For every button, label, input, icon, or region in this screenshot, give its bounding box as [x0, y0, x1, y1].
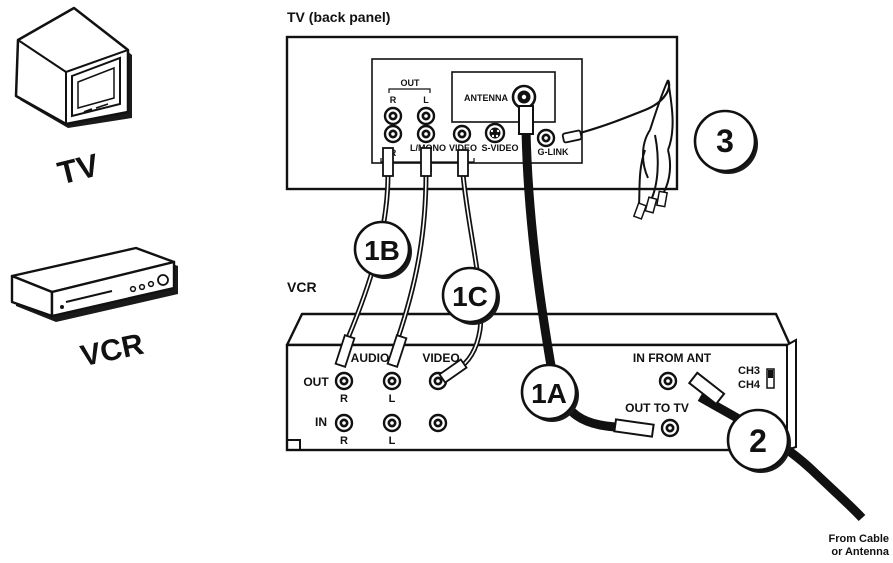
source-caption-line2: or Antenna	[831, 546, 890, 558]
vcr-out-label: OUT	[303, 375, 329, 389]
vcr-audio-in-l-jack[interactable]	[382, 413, 402, 433]
vcr-icon-caption: VCR	[78, 328, 147, 374]
vcr-out-l-label: L	[389, 393, 396, 405]
vcr-illustration-icon	[10, 246, 178, 322]
vcr-video-in-jack[interactable]	[428, 413, 448, 433]
coax-connector-icon	[518, 105, 534, 135]
callout-1c: 1C	[441, 266, 500, 325]
svg-text:1B: 1B	[364, 235, 400, 266]
svg-text:3: 3	[716, 123, 734, 159]
tv-out-r-label: R	[390, 95, 397, 105]
svg-text:1C: 1C	[452, 281, 488, 312]
vcr-out-to-tv-label: OUT TO TV	[625, 401, 689, 415]
callout-2: 2	[726, 408, 791, 473]
vcr-out-to-tv-jack[interactable]	[660, 418, 680, 438]
tv-out-l-label: L	[423, 95, 429, 105]
vcr-video-label: VIDEO	[422, 351, 459, 365]
tv-in-svideo-label: S-VIDEO	[481, 143, 518, 153]
tv-icon-caption: TV	[54, 146, 103, 191]
vcr-ch4-label: CH4	[738, 379, 761, 391]
tv-audio-in-r-jack[interactable]	[383, 124, 403, 144]
cable-1a-coax	[518, 105, 655, 438]
cable-2-antenna	[687, 371, 866, 522]
g-link-cable-icon	[561, 79, 674, 220]
vcr-out-r-label: R	[340, 393, 348, 405]
vcr-title: VCR	[287, 279, 317, 295]
vcr-in-from-ant-label: IN FROM ANT	[633, 351, 712, 365]
tv-audio-out-r-jack[interactable]	[383, 106, 403, 126]
tv-out-label: OUT	[401, 78, 421, 88]
source-caption-line1: From Cable	[828, 533, 889, 545]
callout-3: 3	[693, 109, 758, 174]
tv-antenna-label: ANTENNA	[464, 93, 508, 103]
vcr-in-r-label: R	[340, 435, 348, 447]
tv-antenna-jack[interactable]	[511, 84, 537, 110]
vcr-ch3-label: CH3	[738, 365, 760, 377]
tv-audio-out-l-jack[interactable]	[416, 106, 436, 126]
vcr-audio-label: AUDIO	[351, 351, 390, 365]
vcr-in-from-ant-jack[interactable]	[658, 371, 678, 391]
vcr-audio-in-r-jack[interactable]	[334, 413, 354, 433]
rca-plug-icon	[382, 147, 394, 177]
tv-antenna-box	[451, 71, 556, 123]
svg-text:1A: 1A	[531, 378, 567, 409]
callout-1a: 1A	[520, 363, 579, 422]
tv-video-in-jack[interactable]	[452, 124, 472, 144]
vcr-channel-switch[interactable]	[766, 368, 775, 389]
tv-audio-in-l-jack[interactable]	[416, 124, 436, 144]
vcr-in-l-label: L	[389, 435, 396, 447]
tv-in-video-label: VIDEO	[449, 143, 477, 153]
svg-text:2: 2	[749, 423, 767, 459]
tv-panel-title: TV (back panel)	[287, 9, 390, 25]
tv-illustration-icon	[14, 6, 132, 128]
callout-1b: 1B	[353, 220, 412, 279]
vcr-audio-out-r-jack[interactable]	[334, 371, 354, 391]
tv-g-link-label: G-LINK	[538, 147, 569, 157]
cable-1b-audio	[334, 147, 432, 368]
vcr-audio-out-l-jack[interactable]	[382, 371, 402, 391]
vcr-in-label: IN	[315, 415, 327, 429]
tv-g-link-jack[interactable]	[536, 128, 556, 148]
tv-s-video-jack[interactable]	[484, 122, 506, 144]
